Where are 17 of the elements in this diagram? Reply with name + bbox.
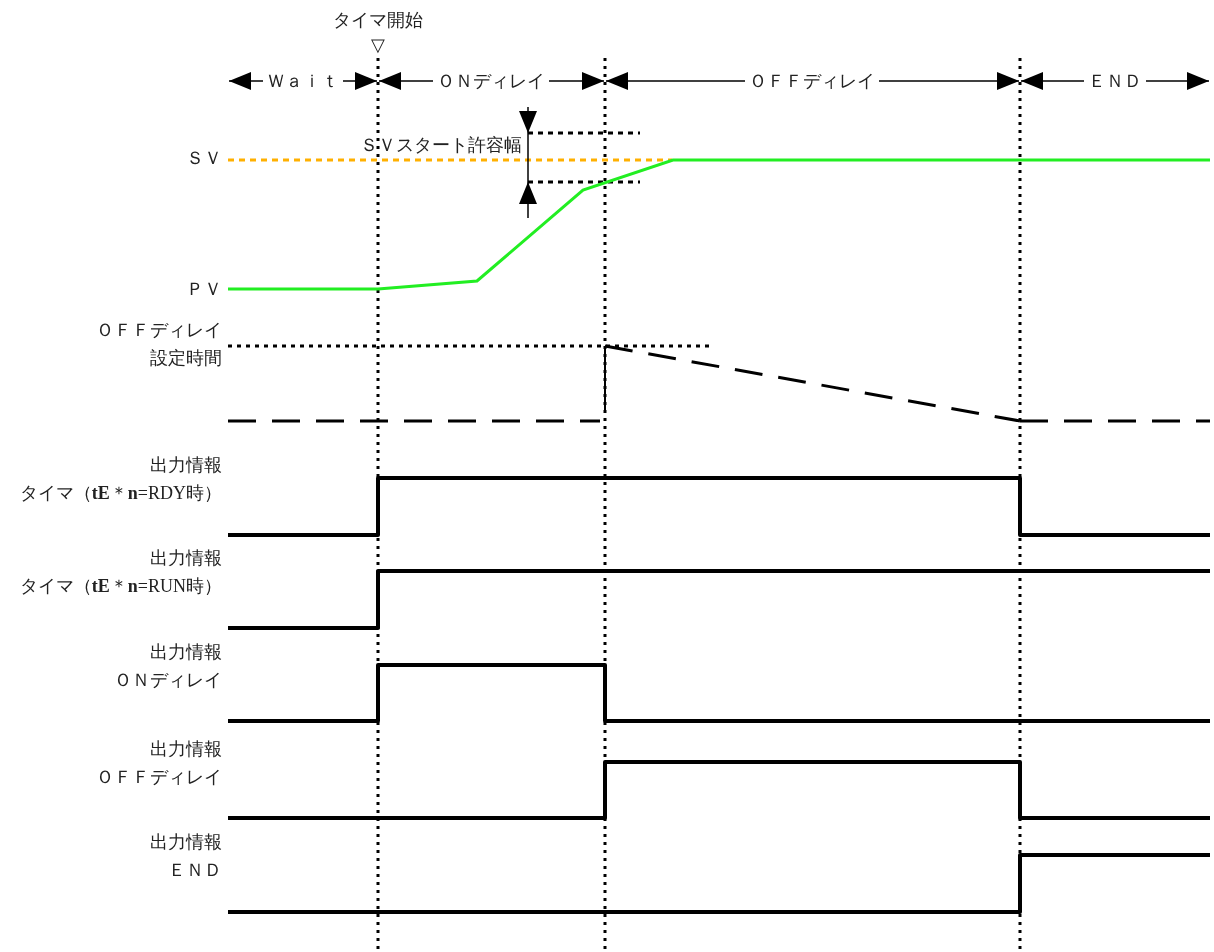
signal-label: ＯＮディレイ — [114, 669, 222, 692]
signal-label: ＰＶ — [186, 278, 222, 301]
signal-label: 出力情報 — [150, 831, 222, 854]
event-label: タイマ開始 — [333, 9, 423, 32]
signal-label: 出力情報 — [150, 738, 222, 761]
signal-label: 設定時間 — [150, 347, 222, 370]
signal-label: 出力情報 — [150, 454, 222, 477]
signal-label: ＥＮＤ — [168, 859, 222, 882]
signal-label: 出力情報 — [150, 547, 222, 570]
signal-label: ＯＦＦディレイ — [96, 319, 222, 342]
signal-label: タイマ（tE＊n=RDY時） — [19, 482, 222, 505]
event-marker: ▽ — [371, 34, 385, 57]
signal-label: 出力情報 — [150, 641, 222, 664]
signal-label: ＳＶ — [186, 147, 222, 170]
tolerance-label: ＳＶスタート許容幅 — [360, 134, 522, 157]
signal-label: タイマ（tE＊n=RUN時） — [19, 575, 222, 598]
signal-label: ＯＦＦディレイ — [96, 766, 222, 789]
